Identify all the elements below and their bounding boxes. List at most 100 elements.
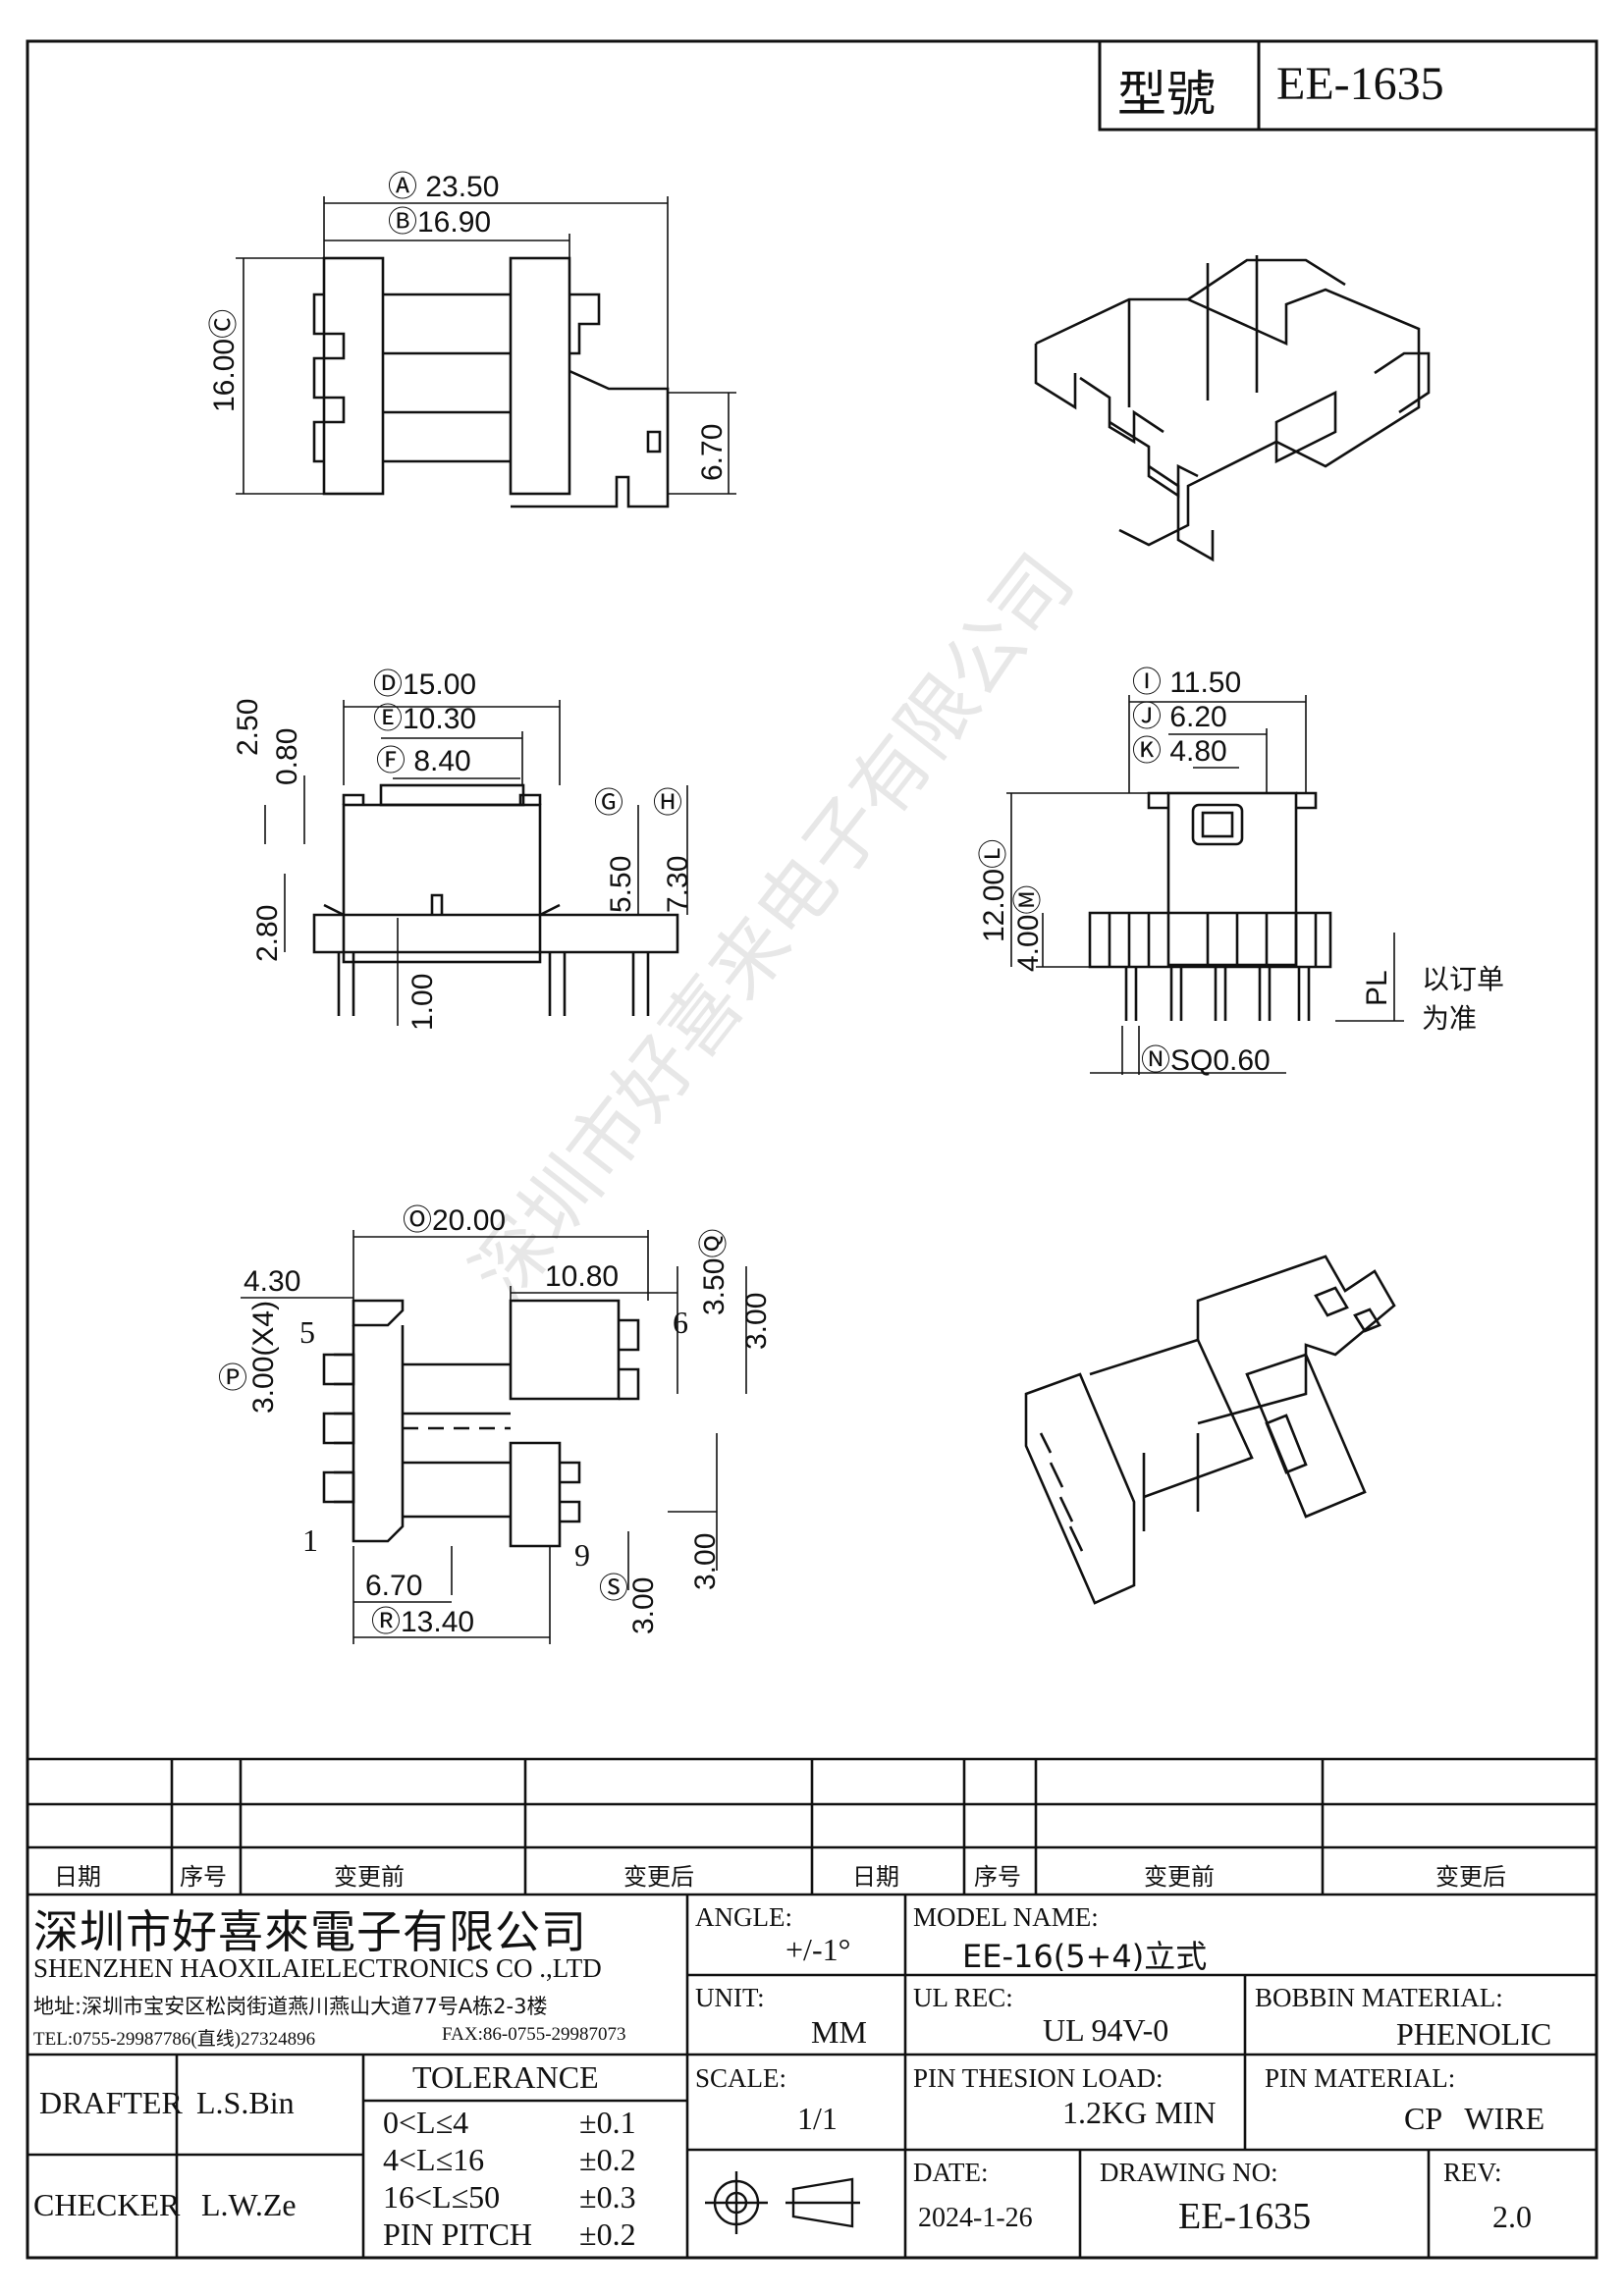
dim-E: Ⓔ10.30 <box>373 703 476 735</box>
tolerance-range-2: 4<L≤16 <box>383 2142 485 2177</box>
projection-symbol-icon <box>705 2171 860 2234</box>
dim-H: Ⓗ <box>653 787 682 820</box>
checker-name: L.W.Ze <box>201 2187 297 2222</box>
angle-label: ANGLE: <box>695 1902 792 1932</box>
bottom-view-dims <box>241 1230 747 1644</box>
drawing-border <box>26 39 1598 2260</box>
model-name-value: EE-16(5+4)立式 <box>962 1938 1208 1975</box>
dim-N: ⓃSQ0.60 <box>1141 1044 1271 1077</box>
tolerance-value-2: ±0.2 <box>579 2142 636 2177</box>
unit-label: UNIT: <box>695 1983 765 2012</box>
dim-250: 2.50 <box>232 699 264 756</box>
dim-C: 16.00Ⓒ <box>208 309 241 412</box>
order-note-2: 为准 <box>1422 1002 1477 1035</box>
dim-J: Ⓙ 6.20 <box>1132 701 1227 733</box>
tolerance-title: TOLERANCE <box>412 2059 599 2095</box>
dim-300b: 3.00 <box>689 1533 722 1590</box>
dim-550: 5.50 <box>605 856 637 913</box>
dim-G: Ⓖ <box>594 787 623 820</box>
title-block-grid <box>27 1757 1597 2258</box>
model-box-label: 型號 <box>1117 66 1216 123</box>
iso-view-top <box>1034 255 1431 562</box>
tolerance-value-1: ±0.1 <box>579 2105 636 2140</box>
angle-value: +/-1° <box>785 1932 851 1967</box>
pin-material-value: CP WIRE <box>1404 2101 1545 2136</box>
checker-label: CHECKER <box>33 2187 181 2222</box>
dim-P: Ⓟ <box>218 1362 247 1395</box>
rev-value: 2.0 <box>1492 2199 1532 2234</box>
tolerance-range-1: 0<L≤4 <box>383 2105 469 2140</box>
dim-I: Ⓘ 11.50 <box>1132 667 1241 699</box>
company-name-cn: 深圳市好喜來電子有限公司 <box>33 1905 587 1958</box>
dim-S: Ⓢ <box>599 1573 628 1605</box>
tolerance-range-3: 16<L≤50 <box>383 2179 501 2215</box>
rev-header-before-2: 变更前 <box>1144 1863 1215 1891</box>
rev-header-date-1: 日期 <box>54 1863 101 1891</box>
model-box <box>1098 39 1598 132</box>
model-name-label: MODEL NAME: <box>913 1902 1099 1932</box>
dim-670: 6.70 <box>696 424 729 481</box>
tolerance-range-4: PIN PITCH <box>383 2216 533 2252</box>
rev-header-seq-2: 序号 <box>974 1863 1021 1891</box>
side-view-dims <box>264 700 688 1026</box>
date-label: DATE: <box>913 2158 989 2187</box>
scale-value: 1/1 <box>797 2101 838 2136</box>
company-fax: FAX:86-0755-29987073 <box>442 2024 626 2045</box>
order-note-1: 以订单 <box>1422 963 1504 995</box>
dim-670b: 6.70 <box>365 1570 422 1602</box>
ul-rec-value: UL 94V-0 <box>1043 2012 1169 2048</box>
dim-300a: 3.00 <box>740 1293 773 1350</box>
dim-730: 7.30 <box>662 856 694 913</box>
dim-D: Ⓓ15.00 <box>373 668 476 701</box>
rev-header-date-2: 日期 <box>852 1863 899 1891</box>
company-name-en: SHENZHEN HAOXILAIELECTRONICS CO .,LTD <box>33 1953 602 1983</box>
pin-6: 6 <box>673 1305 688 1340</box>
dim-R: Ⓡ13.40 <box>371 1606 474 1638</box>
dim-1080: 10.80 <box>545 1260 619 1293</box>
drafter-name: L.S.Bin <box>196 2085 295 2120</box>
dim-A: Ⓐ 23.50 <box>388 171 499 203</box>
dim-K: Ⓚ 4.80 <box>1132 735 1227 768</box>
dim-L: 12.00Ⓛ <box>978 839 1010 942</box>
dim-PL: PL <box>1361 970 1393 1006</box>
front-view <box>312 256 670 508</box>
dim-100: 1.00 <box>406 974 439 1031</box>
pin-load-label: PIN THESION LOAD: <box>913 2063 1164 2093</box>
company-tel: TEL:0755-29987786(直线)27324896 <box>33 2029 316 2050</box>
rev-header-after-1: 变更后 <box>623 1863 694 1891</box>
company-address: 地址:深圳市宝安区松岗街道燕川燕山大道77号A栋2-3楼 <box>33 1995 548 2018</box>
side-view <box>312 783 679 1016</box>
pin-1: 1 <box>302 1522 318 1558</box>
pin-material-label: PIN MATERIAL: <box>1265 2063 1456 2093</box>
pin-5: 5 <box>299 1314 315 1350</box>
bobbin-material-label: BOBBIN MATERIAL: <box>1255 1983 1503 2012</box>
scale-label: SCALE: <box>695 2063 787 2093</box>
date-value: 2024-1-26 <box>918 2203 1033 2233</box>
rev-header-before-1: 变更前 <box>334 1863 405 1891</box>
dim-430: 4.30 <box>244 1265 300 1298</box>
drafter-label: DRAFTER <box>39 2085 183 2120</box>
dim-O: Ⓞ20.00 <box>403 1204 506 1237</box>
rev-label: REV: <box>1443 2158 1502 2187</box>
ul-rec-label: UL REC: <box>913 1983 1013 2012</box>
model-box-value: EE-1635 <box>1276 58 1444 110</box>
dim-080: 0.80 <box>271 728 303 785</box>
pin-9: 9 <box>574 1537 590 1573</box>
rev-header-after-2: 变更后 <box>1435 1863 1506 1891</box>
dim-F: Ⓕ 8.40 <box>376 745 471 777</box>
dim-B: Ⓑ16.90 <box>388 206 491 239</box>
rev-header-seq-1: 序号 <box>180 1863 227 1891</box>
tolerance-value-3: ±0.3 <box>579 2179 636 2215</box>
bottom-view <box>322 1299 640 1548</box>
drawing-no-value: EE-1635 <box>1178 2196 1312 2237</box>
end-view-dims <box>1006 695 1404 1075</box>
drawing-no-label: DRAWING NO: <box>1100 2158 1278 2187</box>
dim-Q: 3.50Ⓠ <box>698 1229 731 1315</box>
dim-300s: 3.00 <box>627 1577 660 1634</box>
end-view <box>1088 791 1332 1021</box>
dim-300x4: 3.00(X4) <box>247 1301 280 1414</box>
front-view-dims <box>236 196 736 495</box>
tolerance-value-4: ±0.2 <box>579 2216 636 2252</box>
dim-280: 2.80 <box>251 905 284 962</box>
